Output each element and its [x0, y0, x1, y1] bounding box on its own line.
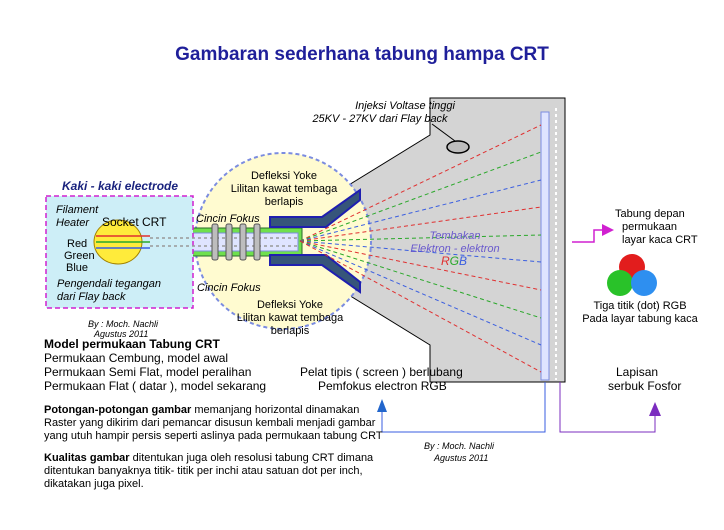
author-left-1: By : Moch. Nachli	[88, 319, 159, 329]
electron-beam-line	[299, 234, 542, 242]
rgb-label-r: R	[440, 254, 450, 268]
filament-label: Filament	[56, 204, 99, 216]
model-item-1: Permukaan Cembung, model awal	[44, 351, 229, 365]
shadow-mask-plate	[540, 111, 550, 381]
injection-label-1: Injeksi Voltase tinggi	[355, 100, 455, 112]
kualitas-line-3: dikatakan juga pixel.	[44, 478, 144, 490]
tembakan-label-2: Elektron - elektron	[410, 243, 500, 255]
electron-beam-line	[299, 151, 542, 242]
blue-label: Blue	[66, 262, 89, 274]
phosphor-arrowhead	[649, 402, 661, 416]
lapisan-label-2: serbuk Fosfor	[608, 379, 682, 393]
electron-beam-line	[299, 240, 542, 346]
kualitas-line-1: Kualitas gambar ditentukan juga oleh res…	[44, 452, 373, 465]
yoke-bottom-label-2: Lilitan kawat tembaga	[236, 312, 344, 324]
electron-beam-line	[299, 124, 542, 242]
electron-beam-line	[299, 240, 542, 263]
green-label: Green	[64, 250, 95, 262]
cincin-fokus-bottom: Cincin Fokus	[197, 282, 261, 294]
yoke-top-label-3: berlapis	[264, 196, 304, 208]
rgb-dot-green	[607, 270, 633, 296]
rgb-wires	[96, 235, 300, 249]
kualitas-bold: Kualitas gambar	[44, 452, 130, 464]
red-label: Red	[67, 238, 88, 250]
electron-beam-line	[299, 240, 542, 319]
potongan-bold: Potongan-potongan gambar	[44, 404, 192, 416]
rgb-label-b: B	[459, 254, 468, 268]
rgb-label-g: G	[449, 254, 459, 268]
electron-beam-line	[299, 240, 542, 373]
socket-label: Socket CRT	[102, 215, 167, 229]
dot-label-2: Pada layar tabung kaca	[582, 313, 698, 325]
deflection-yoke-top	[269, 188, 361, 228]
yoke-bottom-label-3: berlapis	[270, 325, 310, 337]
pengendali-label-1: Pengendali tegangan	[57, 278, 161, 290]
model-title: Model permukaan Tabung CRT	[44, 337, 220, 351]
electron-beam-line	[299, 206, 542, 242]
yoke-bottom-label-1: Defleksi Yoke	[256, 299, 324, 311]
injection-label-2: 25KV - 27KV dari Flay back	[312, 113, 448, 125]
shadow-mask-arrowhead	[377, 399, 387, 412]
model-item-3: Permukaan Flat ( datar ), model sekarang	[44, 379, 267, 393]
author-left-2: Agustus 2011	[94, 329, 149, 339]
injection-pointer	[431, 123, 456, 142]
cincin-fokus-top: Cincin Fokus	[196, 213, 260, 225]
shadow-mask-arrow	[381, 382, 546, 433]
pelat-label-2: Pemfokus electron RGB	[318, 379, 447, 393]
lapisan-label-1: Lapisan	[616, 365, 659, 379]
rgb-dot-blue	[631, 270, 657, 296]
potongan-line-2: Raster yang dikirim dari pemancar disusu…	[44, 417, 376, 429]
tabung-label-1: Tabung depan	[615, 208, 685, 220]
heater-label: Heater	[56, 217, 90, 229]
author-mid-1: By : Moch. Nachli	[424, 441, 495, 451]
tabung-label-3: layar kaca CRT	[622, 234, 698, 246]
potongan-line-1: Potongan-potongan gambar memanjang horiz…	[44, 404, 359, 417]
potongan-rest: memanjang horizontal dinamakan	[191, 404, 360, 416]
potongan-line-3: yang utuh hampir persis seperti aslinya …	[44, 430, 383, 442]
electrode-title: Kaki - kaki electrode	[62, 179, 179, 193]
yoke-top-label-1: Defleksi Yoke	[250, 170, 318, 182]
phosphor-arrow	[559, 382, 656, 433]
tabung-label-2: permukaan	[622, 221, 678, 233]
kualitas-rest: ditentukan juga oleh resolusi tabung CRT…	[129, 452, 374, 464]
author-mid-2: Agustus 2011	[434, 453, 489, 463]
anode-cap-icon	[446, 140, 470, 154]
model-item-2: Permukaan Semi Flat, model peralihan	[44, 365, 252, 379]
pengendali-label-2: dari Flay back	[57, 291, 126, 303]
rgb-label: RGB	[434, 254, 474, 269]
dot-label-1: Tiga titik (dot) RGB	[593, 300, 687, 312]
diagram-title: Gambaran sederhana tabung hampa CRT	[175, 44, 549, 65]
pelat-label-1: Pelat tipis ( screen ) berlubang	[300, 365, 463, 379]
kualitas-line-2: ditentukan banyaknya titik- titik per in…	[44, 465, 363, 477]
electron-beams	[299, 124, 542, 373]
electron-beam-line	[299, 240, 542, 291]
yoke-top-label-2: Lilitan kawat tembaga	[230, 183, 338, 195]
focus-ring-icon	[211, 223, 261, 261]
screen-pointer-arrow	[572, 224, 614, 243]
tembakan-label-1: Tembakan	[429, 230, 481, 242]
